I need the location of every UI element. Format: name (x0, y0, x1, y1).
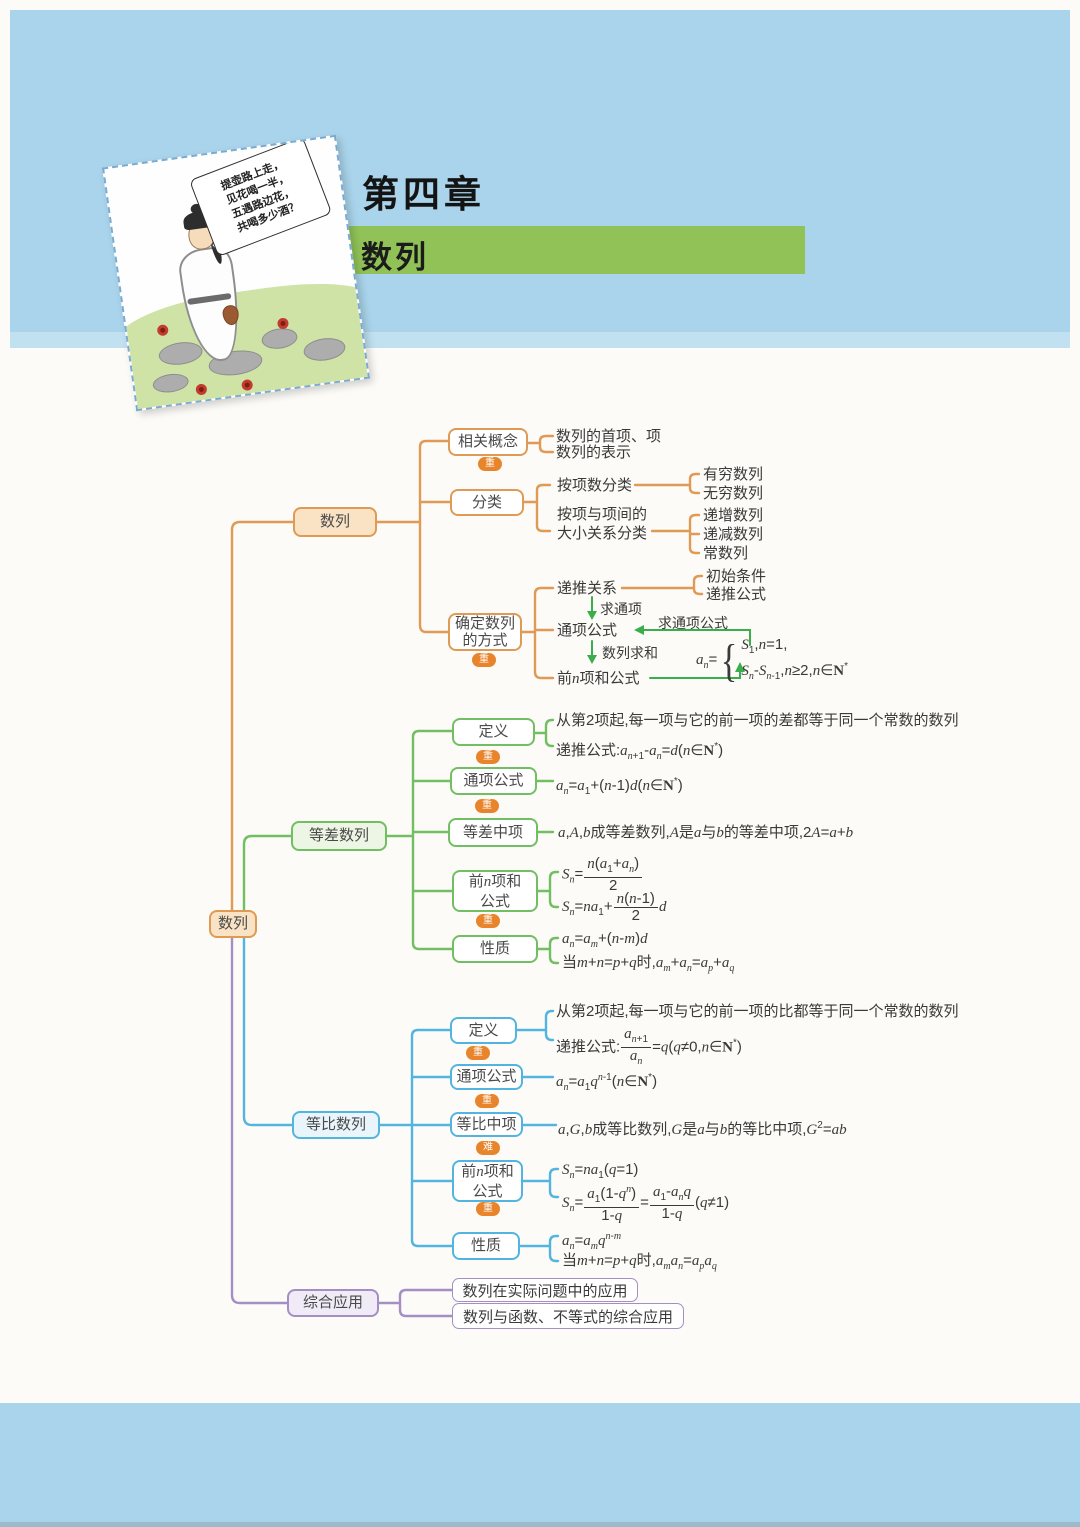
leaf-text: 数列的首项、项 (556, 428, 662, 445)
node-label: 通项公式 (463, 772, 524, 789)
node-label: 定义 (478, 723, 509, 740)
badge-important: 重 (466, 1046, 490, 1060)
root-label: 数列 (217, 915, 248, 932)
formula: S1,n=1, (741, 636, 788, 657)
node-label: 前n项和 (468, 872, 522, 890)
arrow-label-find-general: 求通项 (600, 601, 642, 617)
leaf-text: 通项公式 (557, 622, 618, 639)
badge-important: 重 (476, 1202, 500, 1216)
node-arith-middle-term: 等差中项 (448, 818, 538, 847)
branch-node-geometric: 等比数列 (292, 1111, 380, 1139)
leafbox-application-practical: 数列在实际问题中的应用 (452, 1278, 638, 1302)
footer-band (0, 1403, 1080, 1527)
leaf-text: 常数列 (703, 545, 749, 562)
branch-node-arithmetic: 等差数列 (291, 821, 387, 851)
leaf-text: 按项与项间的 (557, 506, 648, 523)
badge-important: 重 (476, 914, 500, 928)
leaf-text: 从第2项起,每一项与它的前一项的比都等于同一个常数的数列 (556, 1003, 959, 1020)
node-geom-partial-sum: 前n项和 公式 (452, 1160, 523, 1202)
node-geom-middle-term: 等比中项 (450, 1112, 523, 1137)
formula: an= (696, 651, 718, 671)
leaf-text: 大小关系分类 (557, 525, 648, 542)
node-arith-properties: 性质 (452, 935, 538, 963)
formula: Sn=n(a1+an)2 (562, 856, 643, 893)
piecewise-general-term-formula: an= { S1,n=1, Sn-Sn-1,n≥2,n∈N* (696, 637, 848, 685)
formula: a,G,b成等比数列,G是a与b的等比中项,G2=ab (558, 1120, 847, 1138)
node-related-concepts: 相关概念 (448, 428, 528, 456)
node-label: 通项公式 (456, 1068, 517, 1085)
branch-node-sequence: 数列 (293, 507, 377, 537)
node-arith-general-term: 通项公式 (450, 767, 537, 795)
node-label: 公式 (472, 1182, 503, 1200)
badge-important: 重 (472, 653, 496, 667)
arrow-label-sum: 数列求和 (602, 645, 658, 661)
root-node-sequence: 数列 (209, 910, 257, 938)
leafbox-application-functions: 数列与函数、不等式的综合应用 (452, 1303, 684, 1329)
leaf-text: 按项数分类 (557, 477, 633, 494)
leaf-text: 从第2项起,每一项与它的前一项的差都等于同一个常数的数列 (556, 712, 959, 729)
formula: 当m+n=p+q时,am+an=ap+aq (562, 954, 735, 974)
node-label: 确定数列 (454, 615, 515, 632)
badge-difficult: 难 (476, 1141, 500, 1155)
formula: 当m+n=p+q时,aman=apaq (562, 1252, 717, 1272)
leaf-text: 数列与函数、不等式的综合应用 (462, 1308, 673, 1326)
formula: an=amqn-m (562, 1231, 622, 1252)
node-arith-partial-sum: 前n项和 公式 (452, 870, 538, 912)
leaf-text: 初始条件 (706, 568, 767, 585)
leaf-text: 递推公式 (706, 586, 767, 603)
branch-node-application: 综合应用 (287, 1289, 379, 1317)
node-label: 性质 (470, 1237, 501, 1254)
node-label: 定义 (468, 1021, 499, 1039)
mindmap-canvas (0, 348, 1080, 1403)
branch-label: 等差数列 (308, 827, 369, 844)
comic-speech-bubble: 提壶路上走， 见花喝一半， 五遇路边花， 共喝多少酒？ (188, 136, 333, 257)
node-label: 等比中项 (456, 1115, 517, 1133)
leaf-text: 递增数列 (703, 507, 764, 524)
chapter-heading: 第四章 (362, 174, 485, 215)
badge-important: 重 (478, 457, 502, 471)
node-label: 等差中项 (462, 823, 523, 841)
formula: 递推公式:an+1-an=d(n∈N*) (556, 741, 724, 762)
node-arith-definition: 定义 (452, 718, 535, 746)
formula: an=a1+(n-1)d(n∈N*) (556, 776, 683, 797)
leaf-text: 前n项和公式 (557, 670, 640, 687)
arrow-label-find-general-formula: 求通项公式 (658, 615, 728, 631)
leaf-text: 无穷数列 (703, 485, 764, 502)
node-label: 前n项和 (461, 1162, 514, 1180)
node-geom-general-term: 通项公式 (450, 1064, 523, 1090)
node-label: 公式 (479, 892, 510, 910)
formula: Sn=na1(q=1) (562, 1161, 639, 1181)
leaf-text: 递减数列 (703, 526, 764, 543)
node-geom-definition: 定义 (450, 1017, 517, 1044)
leaf-text: 递推关系 (557, 580, 618, 597)
badge-important: 重 (475, 799, 499, 813)
node-label: 相关概念 (457, 433, 518, 450)
brace-icon: { (721, 635, 738, 686)
node-geom-properties: 性质 (452, 1232, 520, 1260)
chapter-title-bar: 数列 (295, 226, 805, 275)
formula: an=am+(n-m)d (562, 930, 648, 950)
comic-illustration: 提壶路上走， 见花喝一半， 五遇路边花， 共喝多少酒？ (102, 134, 370, 412)
branch-label: 等比数列 (305, 1116, 366, 1133)
badge-important: 重 (475, 1094, 499, 1108)
leaf-text: 数列的表示 (556, 444, 632, 461)
chapter-title: 数列 (361, 240, 429, 275)
node-determination-methods: 确定数列 的方式 (448, 613, 522, 651)
node-label: 性质 (479, 940, 510, 957)
badge-important: 重 (476, 750, 500, 764)
leaf-text: 数列在实际问题中的应用 (462, 1282, 628, 1300)
node-label: 的方式 (462, 632, 508, 649)
branch-label: 数列 (319, 513, 350, 530)
node-classification: 分类 (450, 489, 524, 516)
formula: a,A,b成等差数列,A是a与b的等差中项,2A=a+b (558, 824, 854, 841)
node-label: 分类 (471, 493, 502, 511)
formula: Sn-Sn-1,n≥2,n∈N* (741, 661, 849, 682)
formula: an=a1qn-1(n∈N*) (556, 1072, 658, 1093)
branch-label: 综合应用 (302, 1294, 363, 1311)
leaf-text: 有穷数列 (703, 466, 764, 483)
footer-edge (0, 1522, 1080, 1527)
